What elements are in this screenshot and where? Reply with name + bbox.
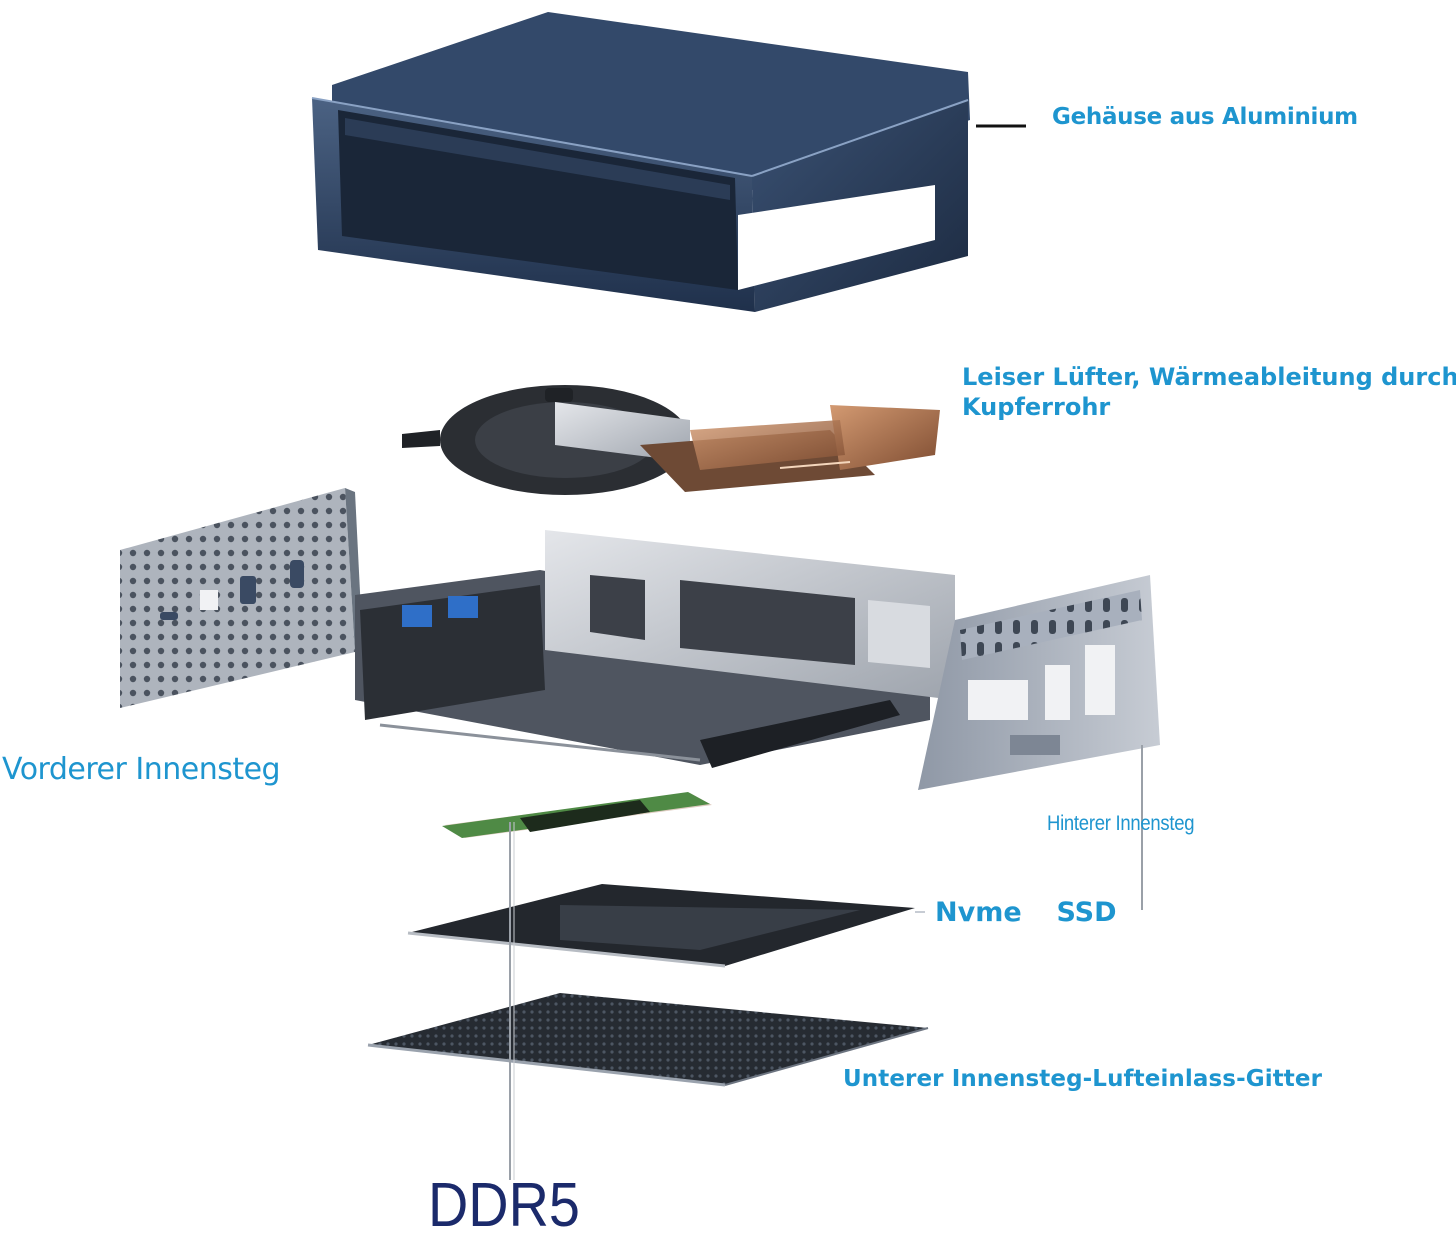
housing-label: Gehäuse aus Aluminium bbox=[1052, 104, 1358, 130]
fan-heatsink-assembly bbox=[402, 385, 940, 495]
ram-module bbox=[442, 792, 712, 838]
chassis-frame bbox=[355, 530, 955, 768]
bottom-intake-grid bbox=[367, 993, 929, 1087]
fan-label-line-2: Kupferrohr bbox=[962, 393, 1111, 421]
ssd-label: Nvme SSD bbox=[935, 897, 1117, 928]
rear-bracket-label: Hinterer Innensteg bbox=[1047, 812, 1195, 835]
aluminium-housing bbox=[311, 12, 970, 312]
fan-label-line-1: Leiser Lüfter, Wärmeableitung durch bbox=[962, 363, 1456, 391]
fan-label: Leiser Lüfter, Wärmeableitung durch Kupf… bbox=[962, 362, 1456, 422]
bottom-grid-label: Unterer Innensteg-Lufteinlass-Gitter bbox=[843, 1066, 1323, 1092]
rear-bracket bbox=[918, 575, 1160, 790]
ddr5-leader-lines bbox=[509, 822, 515, 1180]
front-bracket bbox=[120, 488, 363, 708]
memory-label: DDR5 bbox=[428, 1171, 580, 1240]
front-bracket-label: Vorderer Innensteg bbox=[2, 752, 281, 787]
nvme-ssd bbox=[407, 884, 915, 968]
